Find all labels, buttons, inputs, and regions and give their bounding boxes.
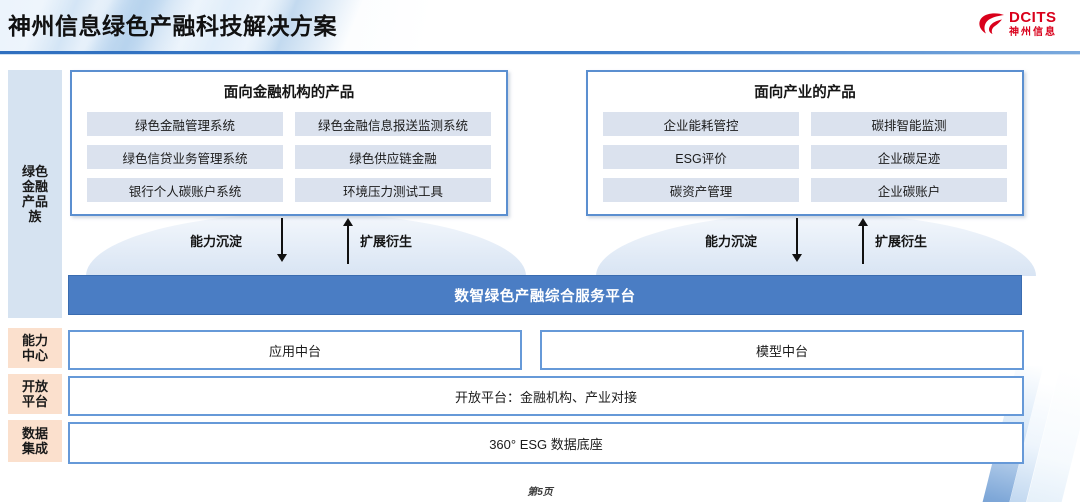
product-chip[interactable]: 碳资产管理	[603, 178, 799, 202]
flow-label-extension-derivation-right: 扩展衍生	[875, 234, 928, 249]
data-integration-box[interactable]: 360° ESG 数据底座	[68, 422, 1024, 464]
flow-arrow-up-right	[862, 226, 864, 264]
slide-header: 神州信息绿色产融科技解决方案	[0, 0, 1080, 53]
product-group-industry: 面向产业的产品 企业能耗管控 碳排智能监测 ESG评价 企业碳足迹 碳资产管理 …	[586, 70, 1024, 216]
capability-box-label: 应用中台	[268, 343, 321, 359]
page-number: 第5页	[527, 487, 553, 498]
product-chip[interactable]: 绿色金融信息报送监测系统	[295, 112, 491, 136]
product-chip[interactable]: 碳排智能监测	[811, 112, 1007, 136]
product-group-title: 面向金融机构的产品	[223, 85, 355, 101]
product-group-financial: 面向金融机构的产品 绿色金融管理系统 绿色金融信息报送监测系统 绿色信贷业务管理…	[70, 70, 508, 216]
capability-box-application-middle-platform[interactable]: 应用中台	[68, 330, 522, 370]
flow-label-capability-precipitation-right: 能力沉淀	[705, 234, 758, 249]
rail-text: 能力 中心	[21, 333, 48, 363]
product-group-title: 面向产业的产品	[754, 85, 856, 101]
flow-label-extension-derivation-left: 扩展衍生	[360, 234, 413, 249]
rail-label-green-finance-products: 绿色 金融 产品 族	[8, 70, 62, 318]
rail-label-capability-center: 能力 中心	[8, 328, 62, 368]
data-integration-label: 360° ESG 数据底座	[489, 436, 603, 452]
rail-label-open-platform: 开放 平台	[8, 374, 62, 414]
capability-box-label: 模型中台	[755, 343, 808, 359]
header-background-streak	[0, 0, 340, 53]
flow-arrow-down-left	[281, 218, 283, 256]
rail-label-data-integration: 数据 集成	[8, 420, 62, 462]
product-chip-grid: 企业能耗管控 碳排智能监测 ESG评价 企业碳足迹 碳资产管理 企业碳账户	[588, 102, 1022, 202]
logo-brand-en: DCITS	[1009, 9, 1057, 26]
product-chip[interactable]: 企业碳账户	[811, 178, 1007, 202]
dcits-logo: DCITS 神州信息	[978, 9, 1074, 43]
product-chip[interactable]: 绿色供应链金融	[295, 145, 491, 169]
product-chip[interactable]: 企业能耗管控	[603, 112, 799, 136]
flow-arrow-down-head-right	[792, 254, 802, 262]
dome-shape-left	[86, 213, 526, 276]
capability-box-model-middle-platform[interactable]: 模型中台	[540, 330, 1024, 370]
flow-arrow-down-right	[796, 218, 798, 256]
header-divider	[0, 51, 1080, 54]
logo-wordmark: DCITS 神州信息	[1009, 10, 1057, 39]
platform-bar[interactable]: 数智绿色产融综合服务平台	[68, 275, 1022, 315]
flow-arrow-down-head-left	[277, 254, 287, 262]
flow-arrow-up-head-right	[858, 218, 868, 226]
product-chip-grid: 绿色金融管理系统 绿色金融信息报送监测系统 绿色信贷业务管理系统 绿色供应链金融…	[72, 102, 506, 202]
dcits-swoosh-icon	[979, 13, 1004, 34]
open-platform-label: 开放平台：金融机构、产业对接	[454, 389, 637, 405]
dome-shape-right	[596, 213, 1036, 276]
flow-label-capability-precipitation-left: 能力沉淀	[190, 234, 243, 249]
product-chip[interactable]: 企业碳足迹	[811, 145, 1007, 169]
product-chip[interactable]: 环境压力测试工具	[295, 178, 491, 202]
platform-bar-label: 数智绿色产融综合服务平台	[454, 288, 636, 305]
product-chip[interactable]: 银行个人碳账户系统	[87, 178, 283, 202]
header-divider-thin	[0, 54, 1080, 55]
rail-text: 绿色 金融 产品 族	[21, 164, 48, 224]
rail-text: 数据 集成	[21, 426, 48, 456]
product-chip[interactable]: ESG评价	[603, 145, 799, 169]
product-chip[interactable]: 绿色金融管理系统	[87, 112, 283, 136]
open-platform-box[interactable]: 开放平台：金融机构、产业对接	[68, 376, 1024, 416]
flow-arrow-up-left	[347, 226, 349, 264]
flow-arrow-up-head-left	[343, 218, 353, 226]
product-chip[interactable]: 绿色信贷业务管理系统	[87, 145, 283, 169]
page-title: 神州信息绿色产融科技解决方案	[8, 13, 337, 39]
rail-text: 开放 平台	[21, 379, 48, 409]
logo-brand-cn: 神州信息	[1009, 27, 1057, 38]
